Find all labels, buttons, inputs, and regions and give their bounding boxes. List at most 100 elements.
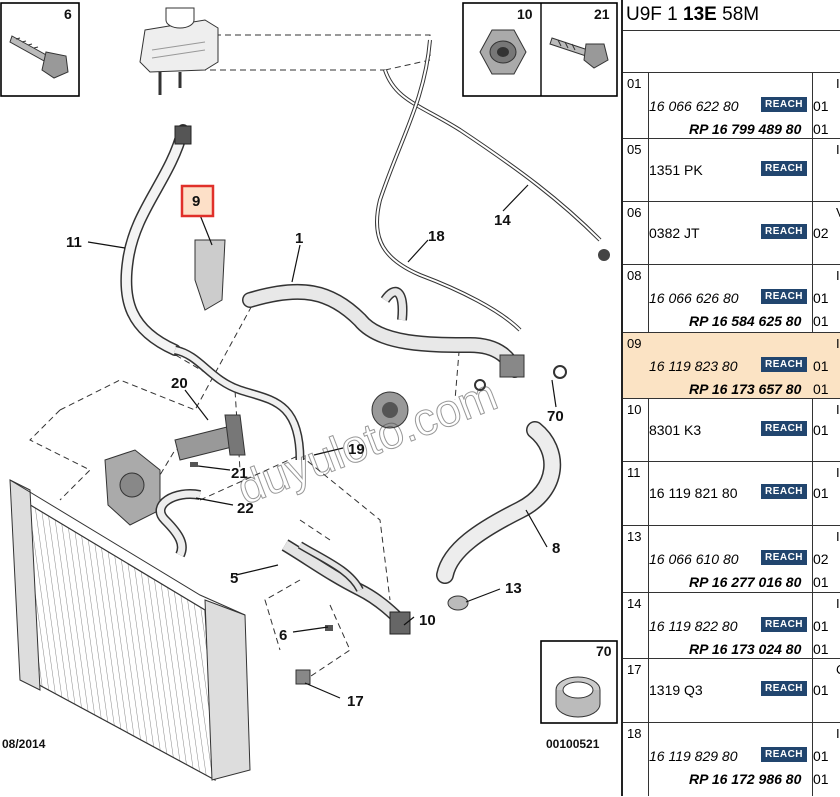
quantity: 01 (813, 290, 829, 306)
row-index: 14 (627, 596, 642, 611)
row-edge-text: I (836, 336, 840, 351)
callout-20[interactable]: 20 (171, 375, 188, 392)
replacement-part-number[interactable]: RP 16 277 016 80 (689, 574, 802, 590)
callout-19[interactable]: 19 (348, 441, 365, 458)
hose-clamp-icon (555, 676, 601, 718)
quantity: 01 (813, 358, 829, 374)
replacement-part-number[interactable]: RP 16 173 657 80 (689, 381, 802, 397)
row-index: 08 (627, 268, 642, 283)
row-index: 09 (627, 336, 642, 351)
pipe-19 (173, 345, 305, 461)
parts-list-panel (621, 0, 840, 796)
reach-badge: REACH (761, 747, 807, 762)
reach-badge: REACH (761, 223, 807, 239)
row-index: 13 (627, 529, 642, 544)
callout-leaders (87, 184, 557, 699)
thermostat-housing (371, 354, 525, 429)
callout-21[interactable]: 21 (231, 465, 248, 482)
quantity-replacement: 01 (813, 381, 829, 397)
part-number[interactable]: 16 119 823 80 (649, 358, 738, 374)
part-number[interactable]: 16 119 829 80 (649, 748, 738, 764)
parts-row[interactable]: 08 16 066 626 80 RP 16 584 625 80 REACH 01 01… (623, 264, 840, 333)
col-divider-a (648, 72, 649, 796)
parts-row[interactable]: 09 16 119 823 80 RP 16 173 657 80 REACH 01 01… (623, 332, 840, 399)
callout-9[interactable]: 9 (192, 193, 200, 210)
callout-10[interactable]: 10 (419, 612, 436, 629)
callout-17[interactable]: 17 (347, 693, 364, 710)
inset-10-number: 10 (517, 6, 533, 22)
callout-14[interactable]: 14 (494, 212, 511, 229)
row-edge-text: I (836, 596, 840, 611)
reach-badge: REACH (761, 617, 807, 632)
quantity-replacement: 01 (813, 574, 829, 590)
inset-box-70: 70 (540, 640, 618, 724)
callout-22[interactable]: 22 (237, 500, 254, 517)
callout-13[interactable]: 13 (505, 580, 522, 597)
reach-badge: REACH (761, 289, 807, 304)
reach-badge: REACH (761, 357, 807, 372)
replacement-part-number[interactable]: RP 16 584 625 80 (689, 313, 802, 329)
callout-70[interactable]: 70 (547, 408, 564, 425)
part-number[interactable]: 1351 PK (649, 161, 703, 178)
hose-1 (242, 283, 523, 378)
part-number[interactable]: 16 119 822 80 (649, 618, 738, 634)
hose-22 (155, 489, 201, 558)
reach-badge: REACH (761, 484, 807, 499)
fasteners (190, 365, 567, 685)
bracket-9 (194, 239, 226, 311)
hose-11 (120, 124, 192, 356)
callout-11[interactable]: 11 (66, 234, 82, 251)
reach-badge: REACH (761, 97, 807, 112)
row-index: 05 (627, 142, 642, 157)
row-edge-text: V (836, 205, 840, 220)
header-model: U9F 1 (626, 4, 684, 25)
row-edge-text: I (836, 529, 840, 544)
reach-badge: REACH (761, 550, 807, 565)
callout-5[interactable]: 5 (230, 570, 238, 587)
replacement-part-number[interactable]: RP 16 172 986 80 (689, 771, 802, 787)
part-number[interactable]: 16 066 622 80 (649, 98, 739, 114)
callout-1[interactable]: 1 (295, 230, 303, 247)
part-number[interactable]: 8301 K3 (649, 421, 702, 438)
hose-8 (436, 421, 562, 584)
row-edge-text: I (836, 76, 840, 91)
part-number[interactable]: 16 066 610 80 (649, 551, 739, 567)
header-engine: 13E (683, 4, 717, 25)
callout-9-highlight[interactable]: 9 (180, 184, 215, 218)
quantity-replacement: 01 (813, 771, 829, 787)
callout-6[interactable]: 6 (279, 627, 287, 644)
part-number[interactable]: 0382 JT (649, 224, 700, 241)
quantity-replacement: 01 (813, 313, 829, 329)
part-number[interactable]: 16 119 821 80 (649, 485, 738, 501)
quantity: 01 (813, 98, 829, 114)
part-number[interactable]: 16 066 626 80 (649, 290, 739, 306)
diagram-code: 00100521 (546, 737, 600, 751)
callout-18[interactable]: 18 (428, 228, 445, 245)
bolt-icon (9, 35, 69, 79)
callout-8[interactable]: 8 (552, 540, 560, 557)
part-number[interactable]: 1319 Q3 (649, 682, 703, 698)
water-pump (104, 449, 161, 526)
row-edge-text: I (836, 268, 840, 283)
replacement-part-number[interactable]: RP 16 173 024 80 (689, 641, 802, 657)
panel-header: U9F 1 13E 58M (626, 4, 759, 26)
row-edge-text: I (836, 465, 840, 480)
row-index: 10 (627, 402, 642, 417)
replacement-part-number[interactable]: RP 16 799 489 80 (689, 121, 802, 137)
col-divider-b (812, 72, 813, 796)
inset-70-number: 70 (596, 643, 612, 659)
part-20 (174, 414, 246, 461)
row-edge-text: I (836, 726, 840, 741)
quantity: 01 (813, 485, 829, 501)
quantity: 01 (813, 748, 829, 764)
watermark: duyuloto.com (230, 368, 504, 515)
